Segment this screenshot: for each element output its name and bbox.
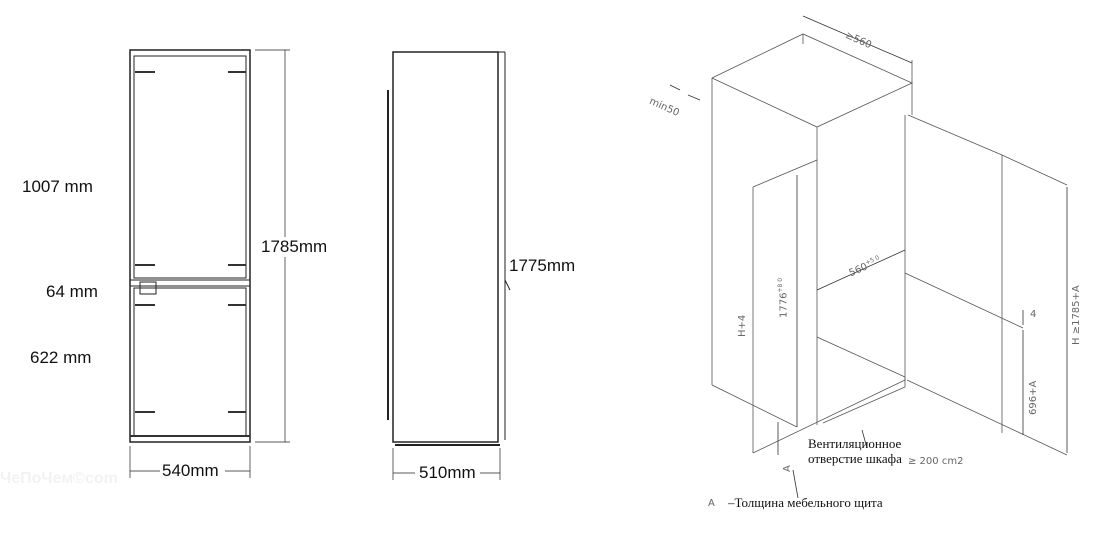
gap-4-dim: 4 <box>1030 309 1037 320</box>
vent-label-line1: Вентиляционное <box>808 436 902 451</box>
front-width-dim: 540mm <box>162 461 219 480</box>
side-height-dim: 1775mm <box>509 256 576 276</box>
a-thickness-mark: A <box>782 465 793 472</box>
panel-height-dim: H+4 <box>737 314 748 337</box>
niche-height-dim: 1776+8 0 <box>777 278 789 318</box>
fridge-height-label: 1007 mm <box>22 177 93 196</box>
install-isometric <box>669 15 1068 499</box>
watermark: ЧеПоЧем©com <box>0 470 118 487</box>
freezer-height-label: 622 mm <box>30 348 92 367</box>
vent-label-line2: отверстие шкафа <box>808 451 902 466</box>
legend-text: –Толщина мебельного щита <box>728 495 883 510</box>
door-height-dim: H ≥1785+A <box>1071 285 1082 345</box>
niche-height-value: 1776 <box>778 292 790 318</box>
side-view-fridge <box>387 51 511 480</box>
front-view-fridge <box>129 49 290 478</box>
middle-height-label: 64 mm <box>46 282 98 301</box>
niche-height-tolerance: +8 0 <box>777 277 784 293</box>
side-depth-dim: 510mm <box>419 463 476 482</box>
vent-area-dim: ≥ 200 cm2 <box>908 456 964 467</box>
front-height-dim: 1785mm <box>261 237 328 257</box>
lower-height-dim: 696+A <box>1028 380 1039 415</box>
legend-key: A <box>708 498 715 509</box>
